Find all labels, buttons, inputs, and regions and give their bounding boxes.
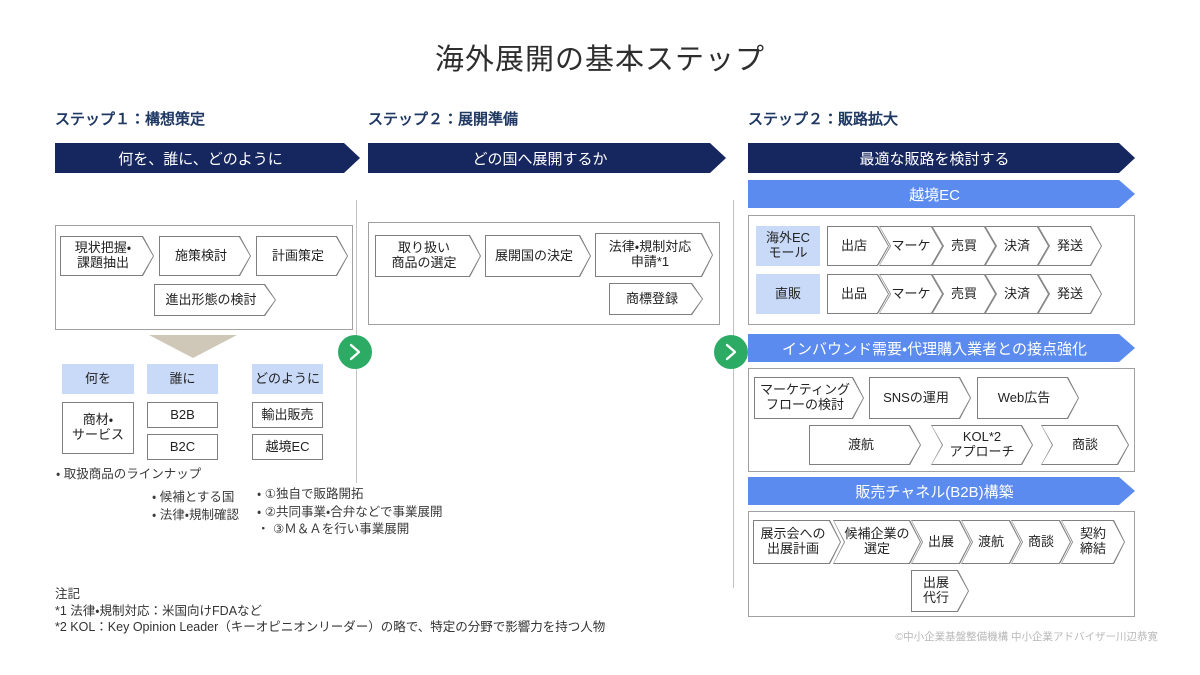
bullet-item: 候補とする国 xyxy=(152,489,239,507)
step1-flow-3: 計画策定 xyxy=(256,236,348,276)
step3-inbound-frame: マーケティング フローの検討 SNSの運用 Web広告 渡航 KOL*2 アプロ… xyxy=(748,368,1135,472)
step1-how-bullets: ①独自で販路開拓 ②共同事業・合弁などで事業展開 ③Ｍ＆Ａを行い事業展開 xyxy=(257,486,497,539)
step2-flow-1: 取り扱い 商品の選定 xyxy=(375,235,481,277)
inbound-row1-3: Web広告 xyxy=(977,377,1079,419)
b2b-row2-1: 出展 代行 xyxy=(911,570,969,612)
b2b-row1-2: 候補企業の 選定 xyxy=(833,520,921,564)
ec-row1-label: 海外EC モール xyxy=(756,226,820,266)
step1-flow-4: 進出形態の検討 xyxy=(154,284,276,316)
step3-b2b-frame: 展示会への 出展計画 候補企業の 選定 出展 渡航 商談 契約 締結 出展 代行 xyxy=(748,511,1135,617)
step1-what-item: 商材・ サービス xyxy=(62,402,134,454)
step1-flow-frame: 現状把握・ 課題抽出 施策検討 計画策定 進出形態の検討 xyxy=(55,225,353,330)
ec-row2-flow-5: 発送 xyxy=(1038,274,1102,314)
step1-flow-1: 現状把握・ 課題抽出 xyxy=(60,236,154,276)
column-divider xyxy=(733,200,734,588)
step1-col-who-header: 誰に xyxy=(147,364,218,394)
footnote-1: *1 法律・規制対応：米国向けFDAなど xyxy=(55,603,263,618)
ec-row1-flow-1: 出店 xyxy=(827,226,889,266)
ec-row2-flow-2: マーケ xyxy=(879,274,943,314)
step2-banner: どの国へ展開するか xyxy=(368,143,726,173)
step3-inbound-banner: インバウンド需要・代理購入業者との接点強化 xyxy=(748,334,1135,362)
footnotes: 注記 *1 法律・規制対応：米国向けFDAなど *2 KOL：Key Opini… xyxy=(55,586,605,636)
step1-flow-2: 施策検討 xyxy=(159,236,251,276)
inbound-row2-3: 商談 xyxy=(1041,425,1129,465)
ec-row2-flow-1: 出品 xyxy=(827,274,889,314)
ec-row1-flow-5: 発送 xyxy=(1038,226,1102,266)
step2-flow-4: 商標登録 xyxy=(609,283,703,315)
copyright: ©中小企業基盤整備機構 中小企業アドバイザー川辺恭寛 xyxy=(895,631,1158,643)
step1-col-how-header: どのように xyxy=(252,364,323,394)
next-step-arrow xyxy=(338,335,372,369)
step2-flow-3: 法律・規制対応 申請*1 xyxy=(595,233,713,277)
bullet-item: 取扱商品のラインナップ xyxy=(56,466,202,484)
step3-ec-frame: 海外EC モール 出店 マーケ 売買 決済 発送 直販 出品 マーケ 売買 決済… xyxy=(748,215,1135,325)
step3-banner: 最適な販路を検討する xyxy=(748,143,1135,173)
b2b-row1-4: 渡航 xyxy=(961,520,1021,564)
inbound-row2-1: 渡航 xyxy=(809,425,921,465)
inbound-row2-2: KOL*2 アプローチ xyxy=(931,425,1033,465)
chevron-right-icon xyxy=(725,343,737,361)
b2b-row1-1: 展示会への 出展計画 xyxy=(753,520,841,564)
step2-flow-frame: 取り扱い 商品の選定 展開国の決定 法律・規制対応 申請*1 商標登録 xyxy=(368,222,720,325)
ec-row2-label: 直販 xyxy=(756,274,820,314)
step1-who-bullets: 候補とする国 法律・規制確認 xyxy=(152,489,239,524)
step2-label: ステップ２：展開準備 xyxy=(368,111,519,128)
step1-how-item-1: 輸出販売 xyxy=(252,402,323,428)
ec-row1-flow-2: マーケ xyxy=(879,226,943,266)
bullet-item: ③Ｍ＆Ａを行い事業展開 xyxy=(257,521,497,539)
ec-row1-flow-3: 売買 xyxy=(932,226,996,266)
step1-who-item-2: B2C xyxy=(147,434,218,460)
step1-how-item-2: 越境EC xyxy=(252,434,323,460)
page-title: 海外展開の基本ステップ xyxy=(434,44,765,76)
footnote-2: *2 KOL：Key Opinion Leader（キーオピニオンリーダー）の略… xyxy=(55,620,606,634)
inbound-row1-1: マーケティング フローの検討 xyxy=(754,377,864,419)
next-step-arrow xyxy=(714,335,748,369)
step1-who-item-1: B2B xyxy=(147,402,218,428)
ec-row1-flow-4: 決済 xyxy=(985,226,1049,266)
step3-label: ステップ２：販路拡大 xyxy=(748,111,899,128)
step1-col-what-header: 何を xyxy=(62,364,134,394)
step1-label: ステップ１：構想策定 xyxy=(55,111,206,128)
ec-row2-flow-4: 決済 xyxy=(985,274,1049,314)
down-triangle-icon xyxy=(149,335,237,358)
b2b-row1-5: 商談 xyxy=(1011,520,1071,564)
step1-banner: 何を、誰に、どのように xyxy=(55,143,360,173)
bullet-item: ①独自で販路開拓 xyxy=(257,486,497,504)
step3-ec-banner: 越境EC xyxy=(748,180,1135,208)
bullet-item: ②共同事業・合弁などで事業展開 xyxy=(257,504,497,522)
footnote-heading: 注記 xyxy=(55,587,81,601)
ec-row2-flow-3: 売買 xyxy=(932,274,996,314)
inbound-row1-2: SNSの運用 xyxy=(869,377,971,419)
chevron-right-icon xyxy=(349,343,361,361)
step3-b2b-banner: 販売チャネル(B2B)構築 xyxy=(748,477,1135,505)
bullet-item: 法律・規制確認 xyxy=(152,507,239,525)
step2-flow-2: 展開国の決定 xyxy=(485,235,591,277)
b2b-row1-3: 出展 xyxy=(911,520,971,564)
b2b-row1-6: 契約 締結 xyxy=(1061,520,1125,564)
step1-what-bullets: 取扱商品のラインナップ xyxy=(56,466,202,484)
